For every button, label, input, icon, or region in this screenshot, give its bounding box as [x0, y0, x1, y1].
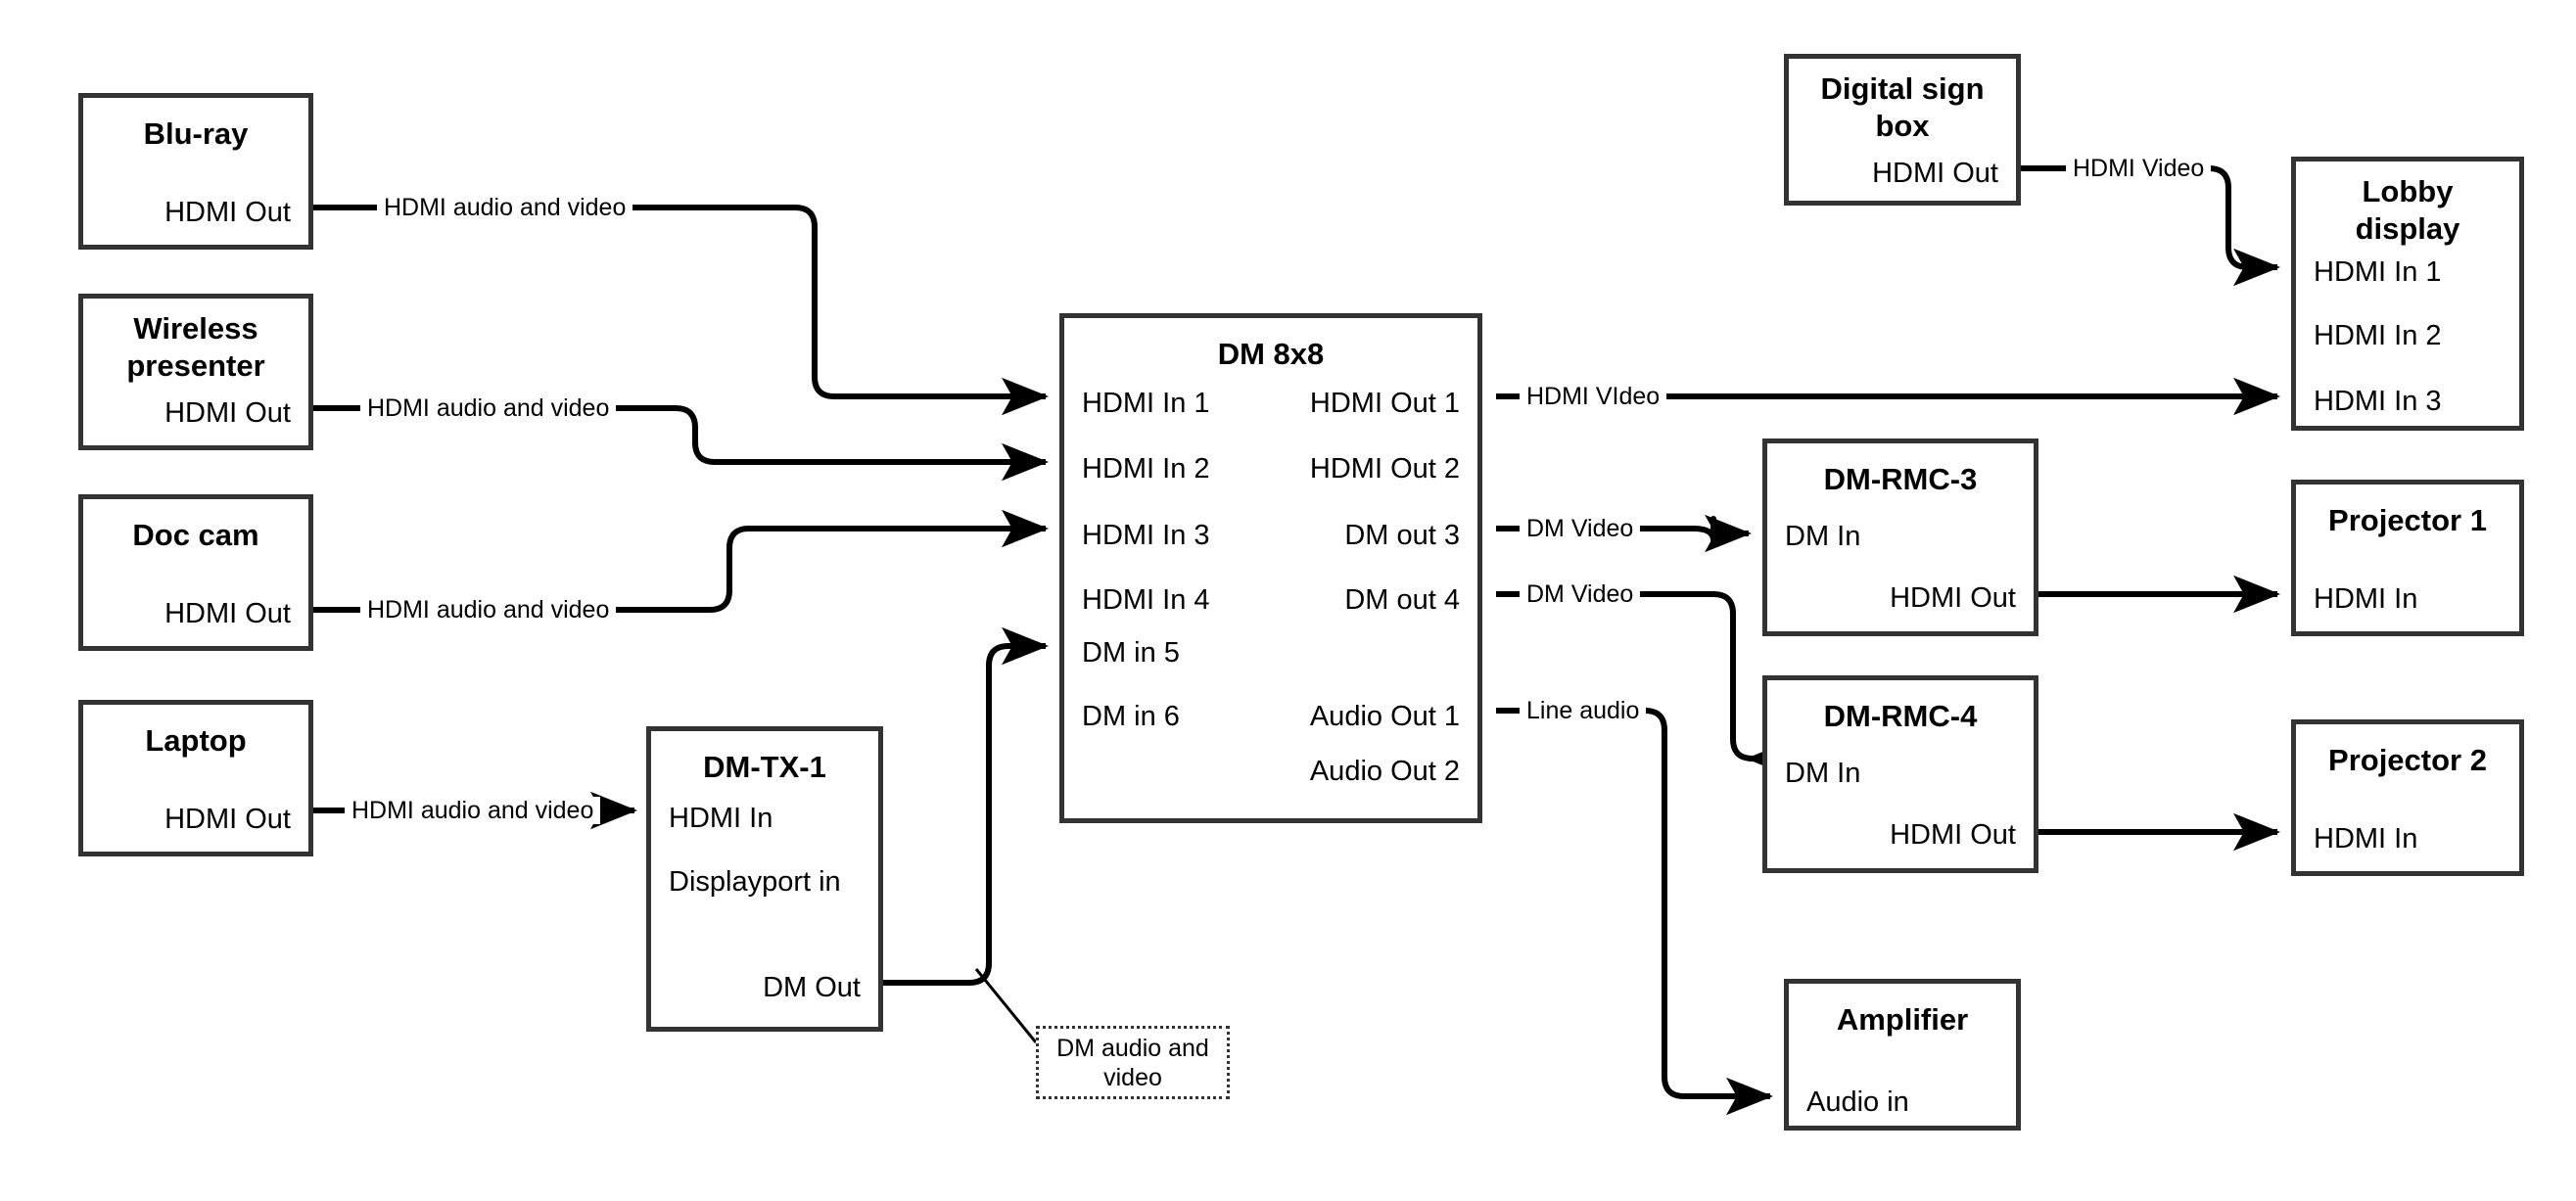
- node-amplifier-port-audio-in: Audio in: [1806, 1086, 1909, 1118]
- edge-label-audio-out-1-to-amplifier: Line audio: [1520, 697, 1647, 724]
- node-dm-tx-1-port-dm-out: DM Out: [763, 972, 861, 1003]
- node-doc-cam-port-hdmi-out: HDMI Out: [164, 598, 291, 629]
- node-dm-rmc-3-title: DM-RMC-3: [1823, 462, 1978, 496]
- node-laptop[interactable]: Laptop HDMI Out: [78, 700, 313, 856]
- wire-audio-out-1-to-amplifier: [1496, 708, 1773, 1116]
- node-dm-tx-1-title: DM-TX-1: [703, 750, 826, 784]
- node-dm-8x8-input-hdmi-in-3: HDMI In 3: [1082, 520, 1210, 551]
- node-dm-8x8-input-dm-in-5: DM in 5: [1082, 637, 1180, 669]
- node-dm-8x8-output-audio-out-1: Audio Out 1: [1309, 701, 1460, 732]
- node-dm-8x8-input-hdmi-in-1: HDMI In 1: [1082, 388, 1210, 419]
- node-dm-8x8-output-dm-out-3: DM out 3: [1344, 520, 1460, 551]
- node-dm-8x8-output-hdmi-out-2: HDMI Out 2: [1309, 453, 1460, 485]
- edge-label-dm-out-3-to-dmrmc3: DM Video: [1520, 515, 1641, 542]
- node-dm-8x8-input-hdmi-in-4: HDMI In 4: [1082, 584, 1210, 616]
- node-digital-sign-box-port-hdmi-out: HDMI Out: [1872, 158, 1998, 189]
- wire-dm-out-4-to-dmrmc4: [1496, 591, 1793, 778]
- node-projector-2[interactable]: Projector 2 HDMI In: [2291, 719, 2524, 876]
- node-bluray[interactable]: Blu-ray HDMI Out: [78, 93, 313, 250]
- node-dm-8x8-title: DM 8x8: [1217, 337, 1325, 371]
- wire-dmtx1-to-dm-in-5: [883, 626, 1049, 986]
- edge-label-wireless-to-hdmi-in-2: HDMI audio and video: [360, 394, 617, 422]
- node-dm-rmc-4-port-dm-in: DM In: [1785, 758, 1861, 789]
- node-dm-rmc-4-title: DM-RMC-4: [1823, 699, 1978, 733]
- node-bluray-title: Blu-ray: [143, 116, 249, 151]
- wire-callout-leader: [974, 968, 1038, 1043]
- node-lobby-display-port-hdmi-in-1: HDMI In 1: [2314, 256, 2442, 288]
- node-dm-8x8[interactable]: DM 8x8 HDMI In 1 HDMI In 2 HDMI In 3 HDM…: [1059, 313, 1482, 823]
- node-dm-rmc-4[interactable]: DM-RMC-4 DM In HDMI Out: [1762, 675, 2038, 873]
- node-projector-2-port-hdmi-in: HDMI In: [2314, 823, 2418, 855]
- node-amplifier-title: Amplifier: [1836, 1002, 1969, 1037]
- edge-label-dm-out-4-to-dmrmc4: DM Video: [1520, 580, 1641, 608]
- node-dm-8x8-input-dm-in-6: DM in 6: [1082, 701, 1180, 732]
- node-dm-8x8-output-hdmi-out-1: HDMI Out 1: [1309, 388, 1460, 419]
- node-projector-1-title: Projector 1: [2328, 503, 2487, 537]
- node-dm-rmc-3-port-dm-in: DM In: [1785, 521, 1861, 552]
- node-projector-2-title: Projector 2: [2328, 743, 2487, 777]
- node-lobby-display[interactable]: Lobby display HDMI In 1 HDMI In 2 HDMI I…: [2291, 157, 2524, 431]
- node-dm-tx-1[interactable]: DM-TX-1 HDMI In Displayport in DM Out: [646, 726, 883, 1032]
- wire-bluray-to-hdmi-in-1: [313, 205, 1049, 416]
- node-projector-1[interactable]: Projector 1 HDMI In: [2291, 480, 2524, 636]
- node-wireless-presenter[interactable]: Wireless presenter HDMI Out: [78, 294, 313, 450]
- node-amplifier[interactable]: Amplifier Audio in: [1784, 979, 2021, 1131]
- node-dm-8x8-output-dm-out-4: DM out 4: [1344, 584, 1460, 616]
- node-lobby-display-title: Lobby display: [2355, 174, 2460, 246]
- node-dm-rmc-4-port-hdmi-out: HDMI Out: [1890, 819, 2016, 851]
- node-dm-8x8-input-hdmi-in-2: HDMI In 2: [1082, 453, 1210, 485]
- edge-label-hdmi-out-1-to-lobby-hdmi-in-3: HDMI VIdeo: [1520, 383, 1667, 410]
- callout-dm-audio-and-video: DM audio and video: [1036, 1026, 1230, 1099]
- node-projector-1-port-hdmi-in: HDMI In: [2314, 583, 2418, 615]
- node-laptop-title: Laptop: [145, 723, 247, 758]
- node-wireless-presenter-title: Wireless presenter: [126, 311, 265, 383]
- node-laptop-port-hdmi-out: HDMI Out: [164, 804, 291, 835]
- node-digital-sign-box[interactable]: Digital sign box HDMI Out: [1784, 54, 2021, 206]
- edge-label-doccam-to-hdmi-in-3: HDMI audio and video: [360, 596, 617, 624]
- node-lobby-display-port-hdmi-in-2: HDMI In 2: [2314, 320, 2442, 351]
- node-doc-cam-title: Doc cam: [132, 518, 259, 552]
- node-lobby-display-port-hdmi-in-3: HDMI In 3: [2314, 386, 2442, 417]
- node-dm-tx-1-port-hdmi-in: HDMI In: [669, 803, 773, 834]
- edge-label-bluray-to-hdmi-in-1: HDMI audio and video: [377, 194, 633, 221]
- node-dm-tx-1-port-displayport-in: Displayport in: [669, 866, 841, 898]
- node-digital-sign-box-title: Digital sign box: [1820, 71, 1985, 143]
- node-wireless-presenter-port-hdmi-out: HDMI Out: [164, 397, 291, 429]
- node-dm-8x8-output-audio-out-2: Audio Out 2: [1309, 756, 1460, 787]
- edge-label-sign-to-lobby-hdmi-in-1: HDMI Video: [2066, 155, 2212, 182]
- wire-sign-to-lobby-hdmi-in-1: [2021, 165, 2280, 287]
- edge-label-laptop-to-dmtx1: HDMI audio and video: [345, 797, 601, 824]
- node-doc-cam[interactable]: Doc cam HDMI Out: [78, 494, 313, 651]
- node-bluray-port-hdmi-out: HDMI Out: [164, 197, 291, 228]
- node-dm-rmc-3[interactable]: DM-RMC-3 DM In HDMI Out: [1762, 439, 2038, 636]
- node-dm-rmc-3-port-hdmi-out: HDMI Out: [1890, 582, 2016, 614]
